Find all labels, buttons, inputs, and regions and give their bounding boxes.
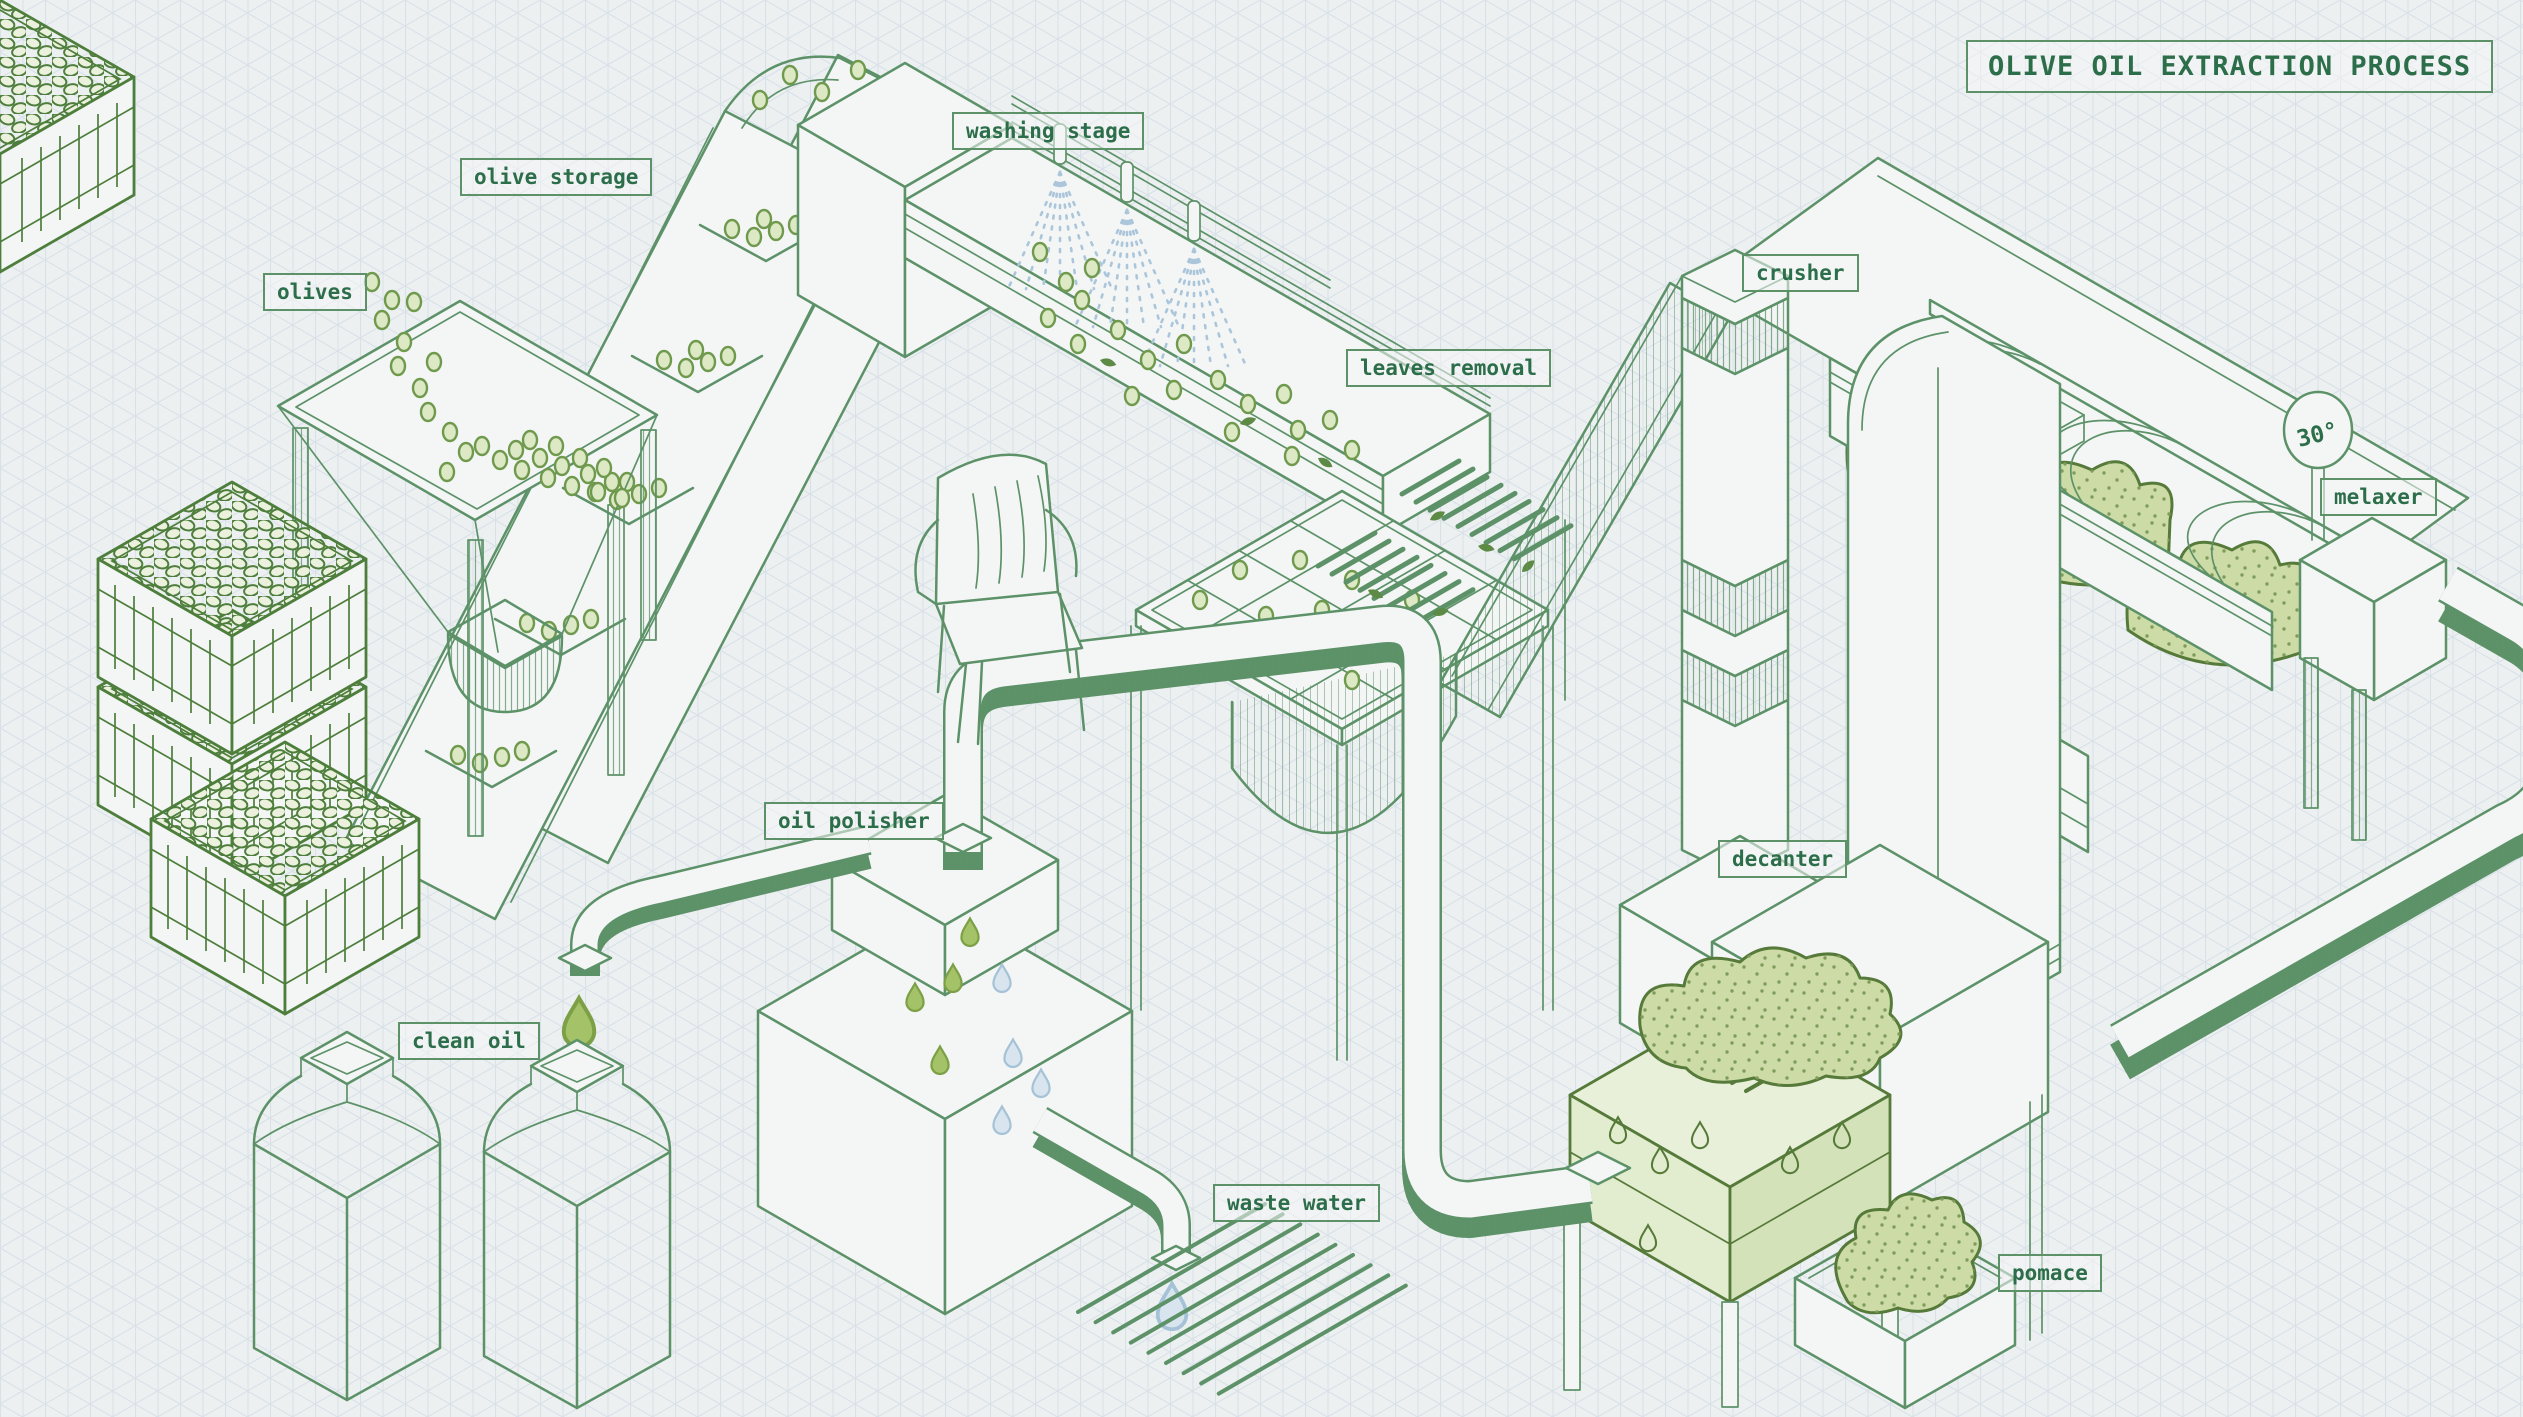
label-olives: olives [263,273,367,311]
temperature-gauge: 30° [2282,390,2354,541]
label-crusher: crusher [1742,254,1859,292]
label-washing-stage: washing stage [952,112,1145,150]
decanter-separator [1563,946,1903,1408]
label-olive-storage: olive storage [460,158,653,196]
clean-oil-pipe [557,825,872,1047]
oil-carton [482,1038,672,1410]
label-decanter: decanter [1718,840,1848,878]
label-leaves-removal: leaves removal [1346,349,1552,387]
plastic-chair [914,453,1086,746]
leaves-removal-grate [1315,458,1574,626]
waste-water-grate [1076,1202,1408,1396]
pipe-flange-decanter [1564,1150,1632,1186]
waste-water-duct [1032,1106,1202,1332]
pomace-bin [1793,1192,2017,1410]
label-waste-water: waste water [1213,1184,1381,1222]
label-melaxer: melaxer [2320,478,2437,516]
label-clean-oil: clean oil [398,1022,540,1060]
oil-carton [252,1030,442,1402]
pipe-flange-top [933,822,993,854]
clean-oil-cartons [252,1030,672,1410]
label-oil-polisher: oil polisher [764,802,944,840]
olive-crates [0,0,421,1016]
diagram-title: OLIVE OIL EXTRACTION PROCESS [1966,40,2494,93]
pipe-flange-clean-oil [557,943,613,973]
transfer-pipe [933,604,1632,1238]
label-pomace: pomace [1998,1254,2102,1292]
olive-hopper [276,271,659,837]
